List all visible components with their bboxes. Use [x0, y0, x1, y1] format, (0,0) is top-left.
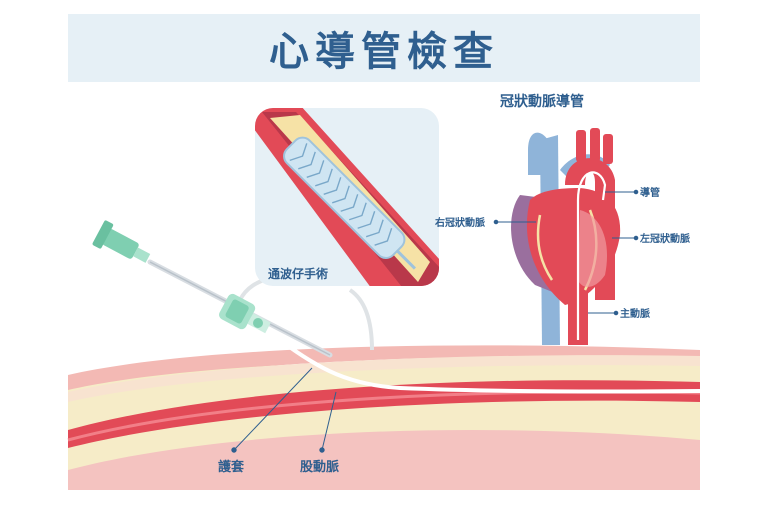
page-title: 心導管檢查 [269, 29, 499, 75]
catheter-label: 導管 [640, 186, 660, 199]
right-coronary-label: 右冠狀動脈 [434, 216, 485, 229]
heart-title: 冠狀動脈導管 [500, 93, 584, 110]
body-leaders [231, 367, 337, 453]
catheter-in-artery [278, 338, 702, 394]
stent-label: 通波仔手術 [268, 266, 328, 281]
sheath-label: 護套 [218, 459, 245, 475]
femoral-artery-label: 股動脈 [300, 459, 339, 475]
aorta-label: 主動脈 [620, 307, 650, 320]
left-coronary-label: 左冠狀動脈 [639, 232, 690, 245]
heart-leaders [493, 189, 639, 316]
heart-illustration [511, 128, 621, 345]
title-banner: 心導管檢查 [68, 14, 700, 82]
stent-closeup: 通波仔手術 [255, 108, 439, 286]
